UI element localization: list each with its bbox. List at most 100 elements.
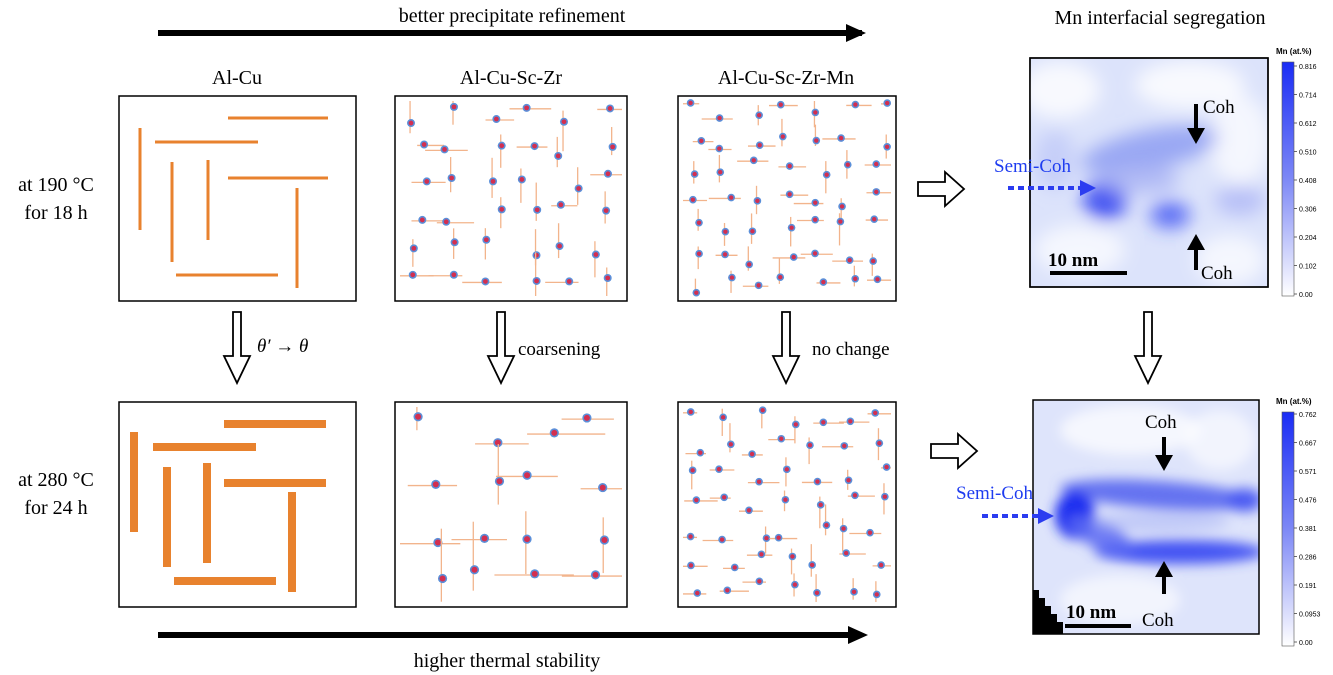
refinement-arrow-head [846, 24, 866, 42]
precipitate-particle [873, 410, 878, 416]
precipitate-particle [534, 207, 540, 213]
precipitate-particle [424, 179, 430, 184]
precipitate-particle [519, 177, 525, 182]
precipitate-particle [852, 493, 858, 498]
precipitate-particle [812, 217, 818, 222]
precipitate-particle [603, 208, 609, 214]
precipitate-particle [698, 450, 703, 455]
precipitate-particle [494, 439, 501, 446]
coh-arrowhead-top-upper [1187, 128, 1205, 144]
colorbar-top [1281, 61, 1295, 297]
precipitate-particle [690, 197, 696, 202]
precipitate-particle [812, 251, 818, 256]
colorbar-ticks-top: 0.8160.7140.6120.5100.4080.3060.2040.102… [1294, 64, 1317, 299]
precipitate-particle [783, 497, 788, 502]
precipitate-particle [813, 200, 818, 205]
precipitate-particle [884, 144, 890, 149]
precipitate-particle [551, 429, 558, 436]
coh-arrowhead-bottom-upper [1155, 455, 1173, 471]
precipitate-particle [481, 535, 488, 542]
precipitate-particle [841, 526, 846, 531]
precipitate-particle [729, 195, 734, 200]
precipitate-particle [824, 172, 829, 177]
mn-map-top [1029, 57, 1269, 288]
precipitate-particle [839, 204, 845, 209]
precipitate-particle [718, 169, 723, 175]
precipitate-particle [717, 146, 722, 151]
precipitate-particle [722, 252, 728, 257]
stability-arrow-head [848, 626, 868, 644]
colorbar-tick-label: 0.102 [1299, 264, 1317, 271]
precipitate-particle [496, 478, 503, 485]
panel-sc-zr-280 [394, 401, 628, 608]
precipitate-particle [688, 534, 693, 539]
precipitate-particle [696, 251, 702, 256]
colorbar-tick-label: 0.476 [1299, 498, 1317, 505]
precipitate-particle [842, 443, 847, 449]
panel-al-cu-190 [118, 95, 357, 302]
precipitate-particle [593, 252, 599, 257]
precipitate-particle [851, 589, 857, 595]
precipitate-particle [605, 275, 611, 281]
precipitate-particle [499, 143, 505, 149]
precipitate-particle [558, 202, 564, 208]
precipitate-particle [870, 258, 876, 264]
colorbar-tick-label: 0.00 [1299, 292, 1313, 299]
precipitate-particle [877, 440, 882, 446]
precipitate-particle [688, 100, 693, 106]
precipitate-particle [439, 575, 446, 582]
precipitate-particle [721, 495, 727, 500]
precipitate-particle [778, 275, 783, 280]
precipitate-particle [807, 443, 813, 448]
panel-mn-280 [677, 401, 897, 608]
precipitate-particle [760, 407, 765, 413]
precipitate-particle [449, 175, 455, 181]
precipitate-particle [845, 162, 850, 167]
precipitate-particle [792, 582, 798, 587]
row-label-190-line2: for 18 h [24, 202, 87, 224]
precipitate-particle [607, 106, 613, 111]
precipitate-particle [751, 158, 756, 163]
precipitate-particle [411, 245, 417, 251]
precipitate-particle [814, 138, 819, 143]
precipitate-particle [875, 277, 880, 282]
precipitate-particle [688, 563, 694, 568]
theta-plates [130, 420, 326, 592]
precipitate-particle [534, 252, 539, 258]
precipitate-particle [524, 472, 531, 479]
coh-arrowhead-bottom-lower [1155, 561, 1173, 577]
precipitate-field-mn-190 [683, 99, 892, 297]
precipitate-particle [821, 279, 826, 285]
precipitate-particle [793, 422, 798, 427]
row-label-280-line1: at 280 °C [18, 469, 94, 491]
row-label-190-line1: at 190 °C [18, 174, 94, 196]
precipitate-particle [838, 135, 844, 141]
colorbar-tick-label: 0.510 [1299, 150, 1317, 157]
precipitate-particle [729, 275, 735, 280]
precipitate-particle [776, 535, 781, 540]
mn-map-bottom [1032, 399, 1260, 635]
precipitate-particle [415, 413, 422, 420]
precipitate-particle [728, 442, 734, 447]
precipitate-particle [720, 415, 726, 420]
precipitate-particle [725, 588, 730, 593]
precipitate-particle [483, 237, 489, 243]
column-header-al-cu: Al-Cu [212, 67, 262, 89]
precipitate-particle [790, 554, 795, 559]
precipitate-particle [490, 178, 496, 184]
colorbar-tick-label: 0.191 [1299, 583, 1317, 590]
precipitate-particle [694, 497, 699, 503]
colorbar-tick-label: 0.306 [1299, 207, 1317, 214]
colorbar-bottom [1281, 411, 1295, 647]
precipitate-particle [421, 142, 427, 147]
scale-bar-label-bottom: 10 nm [1066, 602, 1116, 623]
precipitate-particle [791, 254, 796, 260]
precipitate-particle [723, 229, 728, 234]
colorbar-tick-label: 0.408 [1299, 178, 1317, 185]
scale-bar-label-top: 10 nm [1048, 250, 1098, 271]
precipitate-particle [732, 565, 737, 570]
precipitate-particle [583, 414, 590, 421]
precipitate-particle [688, 409, 693, 415]
precipitate-particle [555, 153, 561, 159]
precipitate-particle [838, 219, 843, 224]
